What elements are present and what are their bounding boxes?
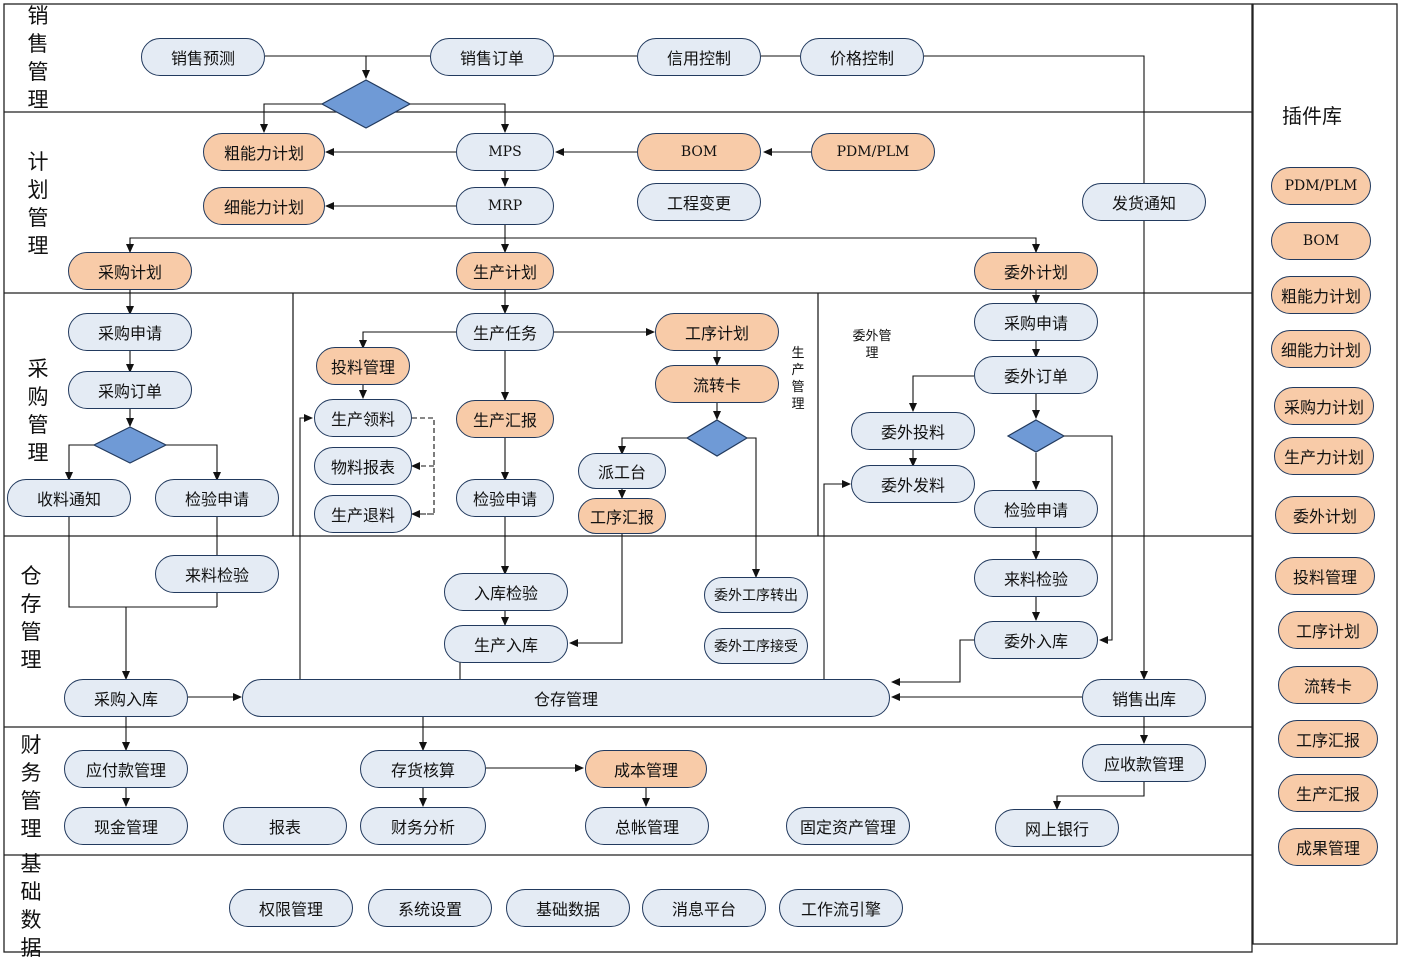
node-online-banking[interactable]: 网上银行: [995, 809, 1119, 847]
lane-label-planning: 计划管理: [27, 150, 49, 258]
node-general-ledger[interactable]: 总帐管理: [585, 807, 709, 845]
node-dispatch-station[interactable]: 派工台: [578, 453, 666, 489]
plugin-item[interactable]: 粗能力计划: [1271, 276, 1371, 314]
node-system-settings[interactable]: 系统设置: [368, 889, 492, 927]
plugin-item[interactable]: PDM/PLM: [1271, 167, 1371, 205]
connector-lines: [65, 55, 1148, 810]
plugin-item[interactable]: 工序计划: [1278, 611, 1378, 649]
decision-diamond-sales: [320, 79, 412, 129]
sublabel-outsourcing-mgmt: 委外管理: [852, 329, 892, 361]
node-production-plan[interactable]: 生产计划: [456, 252, 554, 290]
node-process-plan[interactable]: 工序计划: [655, 313, 779, 351]
node-outsource-material-issue[interactable]: 委外发料: [851, 465, 975, 503]
lane-frames: [3, 3, 1398, 953]
node-purchase-plan[interactable]: 采购计划: [68, 252, 192, 290]
decision-diamond-production: [685, 419, 749, 457]
node-workflow-engine[interactable]: 工作流引擎: [779, 889, 903, 927]
node-pdm-plm[interactable]: PDM/PLM: [811, 133, 935, 171]
plugin-item[interactable]: 投料管理: [1275, 557, 1375, 595]
node-material-input-mgmt[interactable]: 投料管理: [316, 347, 410, 385]
node-route-card[interactable]: 流转卡: [655, 365, 779, 403]
node-outsource-process-receive[interactable]: 委外工序接受: [704, 628, 808, 664]
node-accounts-receivable[interactable]: 应收款管理: [1082, 744, 1206, 782]
node-rough-capacity-plan[interactable]: 粗能力计划: [203, 133, 325, 171]
node-stockin-inspection[interactable]: 入库检验: [444, 573, 568, 611]
plugin-item[interactable]: 委外计划: [1275, 496, 1375, 534]
sublabel-production-mgmt: 生产管理: [791, 346, 805, 412]
node-purchase-request[interactable]: 采购申请: [68, 313, 192, 351]
decision-diamond-outsource: [1006, 419, 1066, 453]
plugin-item[interactable]: 生产力计划: [1274, 437, 1374, 475]
node-basic-data[interactable]: 基础数据: [506, 889, 630, 927]
node-cash-management[interactable]: 现金管理: [64, 807, 188, 845]
plugin-item[interactable]: 工序汇报: [1278, 720, 1378, 758]
node-fine-capacity-plan[interactable]: 细能力计划: [203, 187, 325, 225]
node-outsource-material-input[interactable]: 委外投料: [851, 412, 975, 450]
lane-label-finance: 财务管理: [20, 733, 42, 841]
node-reports[interactable]: 报表: [223, 807, 347, 845]
node-credit-control[interactable]: 信用控制: [637, 38, 761, 76]
node-outsource-order[interactable]: 委外订单: [974, 356, 1098, 394]
plugin-item[interactable]: 流转卡: [1278, 666, 1378, 704]
node-process-report[interactable]: 工序汇报: [578, 498, 666, 534]
node-incoming-inspection-outsource[interactable]: 来料检验: [974, 559, 1098, 597]
node-bom[interactable]: BOM: [637, 133, 761, 171]
node-purchase-order[interactable]: 采购订单: [68, 371, 192, 409]
node-accounts-payable[interactable]: 应付款管理: [64, 750, 188, 788]
node-outsource-plan[interactable]: 委外计划: [974, 252, 1098, 290]
lane-label-sales: 销售管理: [27, 4, 49, 112]
node-inspection-request-purchase[interactable]: 检验申请: [155, 479, 279, 517]
node-inspection-request-outsource[interactable]: 检验申请: [974, 490, 1098, 528]
node-production-picking[interactable]: 生产领料: [314, 399, 412, 437]
node-mrp[interactable]: MRP: [456, 187, 554, 225]
node-shipping-notice[interactable]: 发货通知: [1082, 183, 1206, 221]
decision-diamonds: [92, 79, 1066, 464]
node-warehouse-management[interactable]: 仓存管理: [242, 679, 890, 717]
node-engineering-change[interactable]: 工程变更: [637, 183, 761, 221]
node-inventory-accounting[interactable]: 存货核算: [360, 750, 486, 788]
plugin-item[interactable]: 成果管理: [1278, 828, 1378, 866]
node-production-task[interactable]: 生产任务: [456, 313, 554, 351]
node-outsource-process-transfer-out[interactable]: 委外工序转出: [704, 577, 808, 613]
lane-label-purchasing: 采购管理: [27, 357, 49, 465]
node-sales-order[interactable]: 销售订单: [430, 38, 554, 76]
node-price-control[interactable]: 价格控制: [800, 38, 924, 76]
node-sales-forecast[interactable]: 销售预测: [141, 38, 265, 76]
node-outsource-purchase-request[interactable]: 采购申请: [974, 303, 1098, 341]
node-incoming-inspection-purchase[interactable]: 来料检验: [155, 555, 279, 593]
dashed-connectors: [411, 417, 435, 518]
node-fixed-assets[interactable]: 固定资产管理: [786, 807, 910, 845]
node-mps[interactable]: MPS: [456, 133, 554, 171]
node-purchase-stockin[interactable]: 采购入库: [64, 679, 188, 717]
node-material-report[interactable]: 物料报表: [314, 447, 412, 485]
node-receipt-notice[interactable]: 收料通知: [7, 479, 131, 517]
node-production-report[interactable]: 生产汇报: [456, 400, 554, 438]
node-message-platform[interactable]: 消息平台: [642, 889, 766, 927]
plugin-item[interactable]: BOM: [1271, 222, 1371, 260]
node-permission-management[interactable]: 权限管理: [229, 889, 353, 927]
plugin-item[interactable]: 采购力计划: [1274, 387, 1374, 425]
lane-label-basic: 基础数据: [20, 852, 42, 958]
node-sales-outbound[interactable]: 销售出库: [1082, 679, 1206, 717]
node-outsource-stockin[interactable]: 委外入库: [974, 621, 1098, 659]
plugin-item[interactable]: 细能力计划: [1271, 330, 1371, 368]
decision-diamond-purchase: [92, 426, 168, 464]
node-production-stockin[interactable]: 生产入库: [444, 625, 568, 663]
plugin-library-title: 插件库: [1282, 104, 1342, 128]
plugin-item[interactable]: 生产汇报: [1278, 774, 1378, 812]
node-financial-analysis[interactable]: 财务分析: [360, 807, 486, 845]
node-production-return[interactable]: 生产退料: [314, 495, 412, 533]
node-cost-management[interactable]: 成本管理: [585, 750, 707, 788]
node-inspection-request-production[interactable]: 检验申请: [456, 479, 554, 517]
lane-label-warehouse: 仓存管理: [20, 564, 42, 672]
